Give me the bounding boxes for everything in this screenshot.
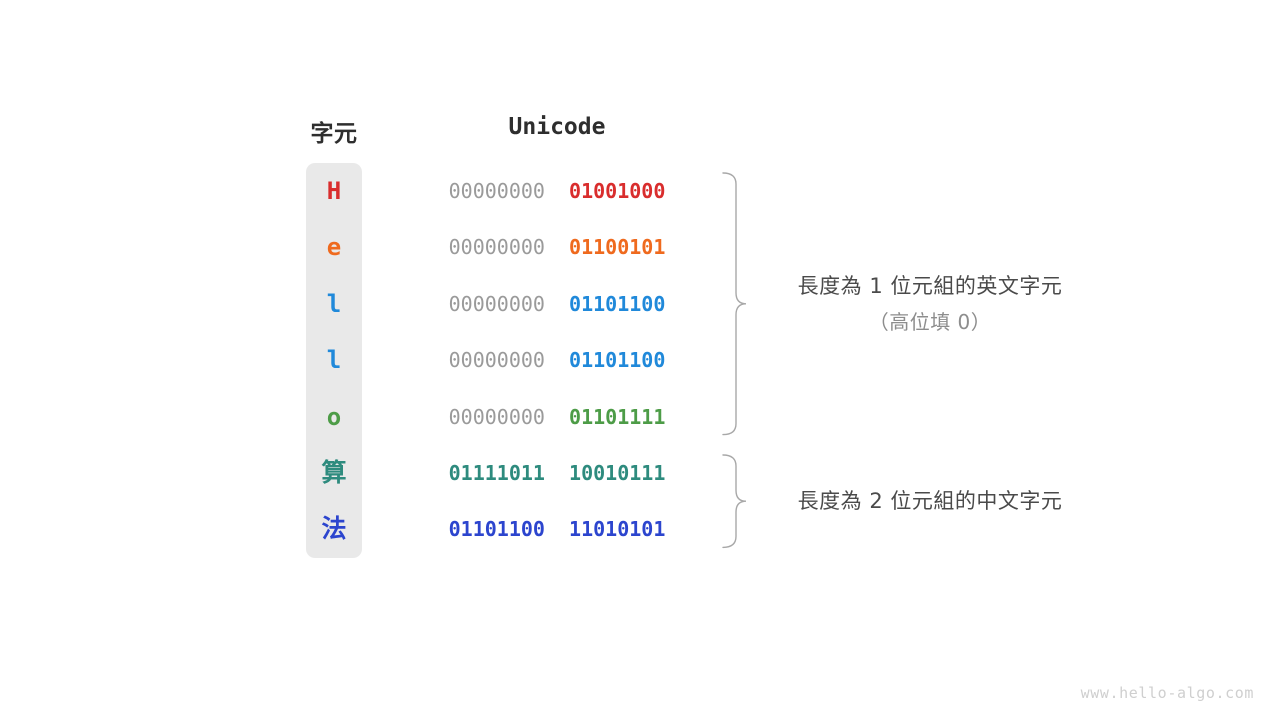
low-byte: 01101100 (569, 291, 666, 316)
high-byte: 00000000 (448, 179, 545, 203)
annotation-text: 長度為 2 位元組的中文字元 (765, 483, 1095, 519)
annotation-text: 長度為 1 位元組的英文字元 （高位填 0） (765, 268, 1095, 340)
character-cell: e (326, 233, 342, 262)
high-byte: 00000000 (448, 404, 545, 429)
character-cell: o (326, 402, 342, 431)
character-cell: 算 (321, 458, 347, 487)
character-cell: 法 (321, 514, 347, 544)
annotation-main-line: 長度為 1 位元組的英文字元 (797, 274, 1063, 298)
character-cell: l (326, 346, 342, 375)
character-cell: l (326, 289, 342, 318)
low-byte: 11010101 (569, 517, 666, 542)
low-byte: 01001000 (569, 179, 666, 203)
unicode-binary-row: 01101100 11010101 (405, 501, 709, 557)
unicode-binary-row: 00000000 01101100 (405, 276, 709, 332)
annotation-sub-line: （高位填 0） (868, 310, 992, 334)
unicode-binary-row: 00000000 01001000 (405, 163, 709, 219)
high-byte: 00000000 (448, 235, 545, 260)
high-byte: 01101100 (448, 517, 545, 542)
curly-brace (722, 172, 747, 436)
low-byte: 01101111 (569, 404, 666, 429)
unicode-binary-row: 00000000 01101111 (405, 389, 709, 445)
unicode-binary-row: 01111011 10010111 (405, 445, 709, 501)
high-byte: 00000000 (448, 291, 545, 316)
unicode-binary-row: 00000000 01100101 (405, 219, 709, 275)
watermark: www.hello-algo.com (1080, 684, 1254, 702)
character-column-card (306, 163, 362, 558)
low-byte: 01100101 (569, 235, 666, 260)
high-byte: 00000000 (448, 348, 545, 373)
column-header-character: 字元 (310, 120, 358, 146)
character-cell: H (326, 177, 342, 205)
curly-brace (722, 454, 747, 549)
unicode-binary-row: 00000000 01101100 (405, 332, 709, 388)
annotation-main-line: 長度為 2 位元組的中文字元 (797, 489, 1063, 514)
high-byte: 01111011 (448, 461, 545, 485)
column-header-unicode: Unicode (508, 114, 606, 140)
low-byte: 01101100 (569, 348, 666, 373)
low-byte: 10010111 (569, 461, 666, 485)
